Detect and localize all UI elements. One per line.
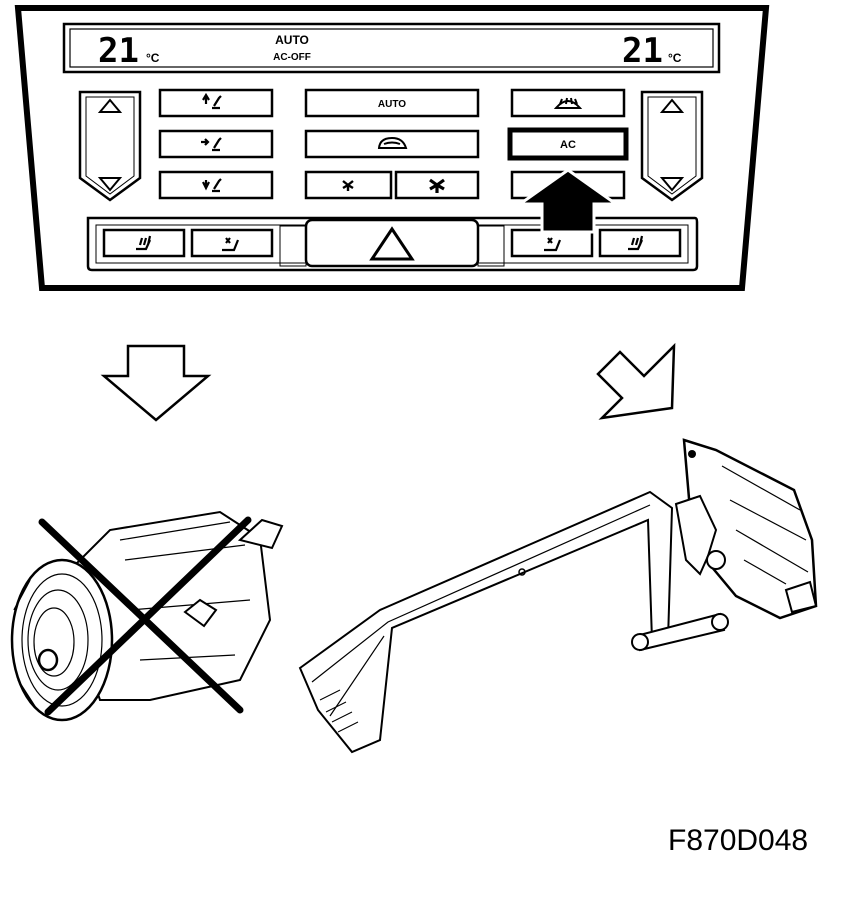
actuator-illustration [298, 438, 818, 754]
auto-button-label: AUTO [378, 99, 406, 110]
seat-vent-left-button[interactable] [190, 228, 274, 258]
down-triangle-icon [659, 177, 685, 192]
auto-button[interactable]: AUTO [304, 88, 480, 118]
press-arrow-icon [515, 168, 621, 234]
right-temp-unit: °C [668, 51, 682, 65]
left-temp-unit: °C [146, 51, 160, 65]
seat-heat-icon [136, 235, 152, 251]
climate-control-panel: 21 °C AUTO AC-OFF 21 °C [14, 5, 770, 291]
seat-vent-icon [222, 237, 240, 252]
cross-out-mark [38, 516, 252, 716]
down-triangle-icon [97, 177, 123, 192]
airflow-down-icon [202, 178, 222, 193]
ac-status-label: AC-OFF [273, 52, 311, 63]
compressor-illustration [10, 510, 284, 722]
hazard-triangle-icon [369, 226, 415, 261]
recirculation-icon [377, 136, 408, 149]
fan-low-icon [342, 180, 354, 191]
seat-heat-left-driver-button[interactable] [102, 228, 186, 258]
right-temp-value: 21 [622, 31, 663, 71]
mode-label: AUTO [275, 33, 309, 47]
ac-button-label: AC [560, 139, 576, 151]
defrost-button[interactable] [510, 88, 626, 118]
airflow-forward-icon [201, 137, 222, 152]
seat-vent-icon [544, 237, 562, 252]
airflow-up-icon [202, 92, 222, 110]
seat-heat-icon [628, 235, 644, 251]
seat-heat-right-button[interactable] [598, 228, 682, 258]
airflow-down-button[interactable] [158, 170, 274, 200]
up-triangle-icon [97, 98, 123, 113]
recirculation-button[interactable] [304, 129, 480, 159]
figure-code: F870D048 [668, 824, 808, 857]
seat-vent-right-button[interactable] [510, 228, 594, 258]
defrost-icon [553, 97, 583, 109]
airflow-forward-button[interactable] [158, 129, 274, 159]
fan-high-icon [429, 178, 445, 193]
ac-button[interactable]: AC [507, 127, 629, 161]
hazard-button[interactable] [279, 218, 505, 268]
airflow-up-button[interactable] [158, 88, 274, 118]
up-triangle-icon [659, 98, 685, 113]
outline-arrow-diagonal-right [596, 342, 676, 420]
right-temp-rocker[interactable] [640, 90, 704, 202]
lcd-display: 21 °C AUTO AC-OFF 21 °C [62, 22, 721, 74]
fan-increase-button[interactable] [394, 170, 480, 200]
left-temp-rocker[interactable] [78, 90, 142, 202]
fan-decrease-button[interactable] [304, 170, 393, 200]
left-temp-value: 21 [98, 31, 139, 71]
outline-arrow-down-left [100, 344, 212, 422]
